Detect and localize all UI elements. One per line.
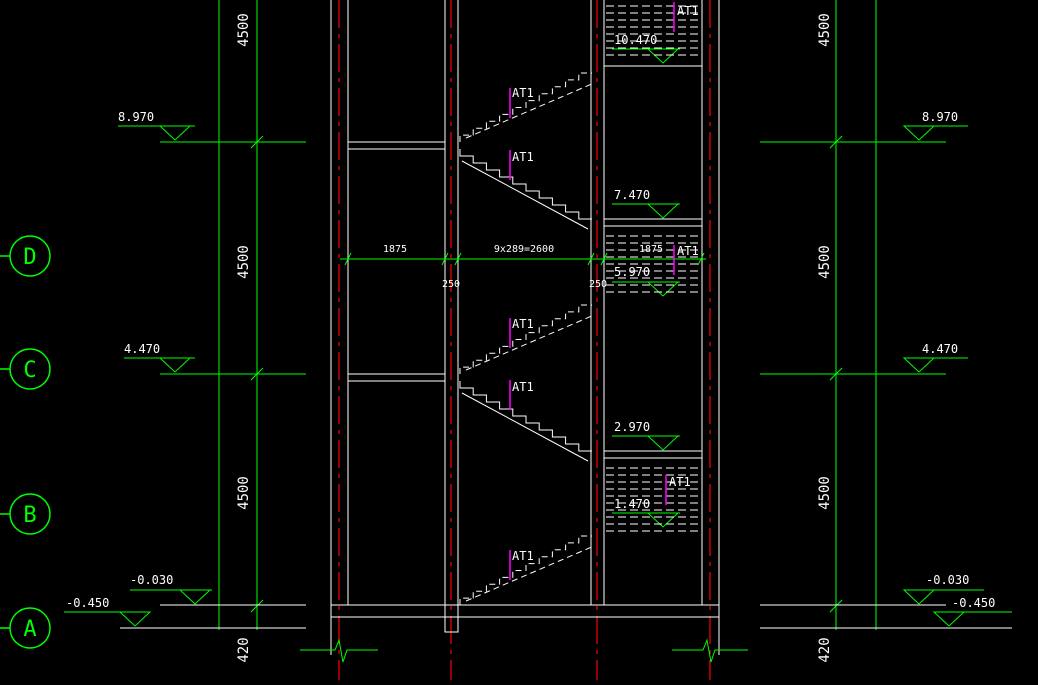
stair-soffit-down-1: [461, 160, 589, 230]
elevation-left-0030: -0.030: [130, 573, 173, 587]
grid-bubbles: [0, 235, 51, 649]
stair-flights: [459, 72, 595, 605]
elevation-landing-10470: 10.470: [614, 33, 657, 47]
stair-flight-down-2: [459, 381, 592, 452]
elevation-left-0450: -0.450: [66, 596, 109, 610]
elevation-right-4470: 4.470: [922, 342, 958, 356]
height-left-2: 4500: [236, 245, 252, 279]
elevation-landing-2970: 2.970: [614, 420, 650, 434]
grid-label-group: D C B A: [23, 245, 36, 642]
height-left-4: 420: [236, 637, 252, 662]
plan-dimension: [340, 252, 706, 266]
elevation-left-4470: 4.470: [124, 342, 160, 356]
grid-label-c: C: [23, 358, 36, 383]
plan-dimension-labels: 1875 9x289=2600 1875 250 250: [383, 244, 663, 290]
elevation-markers: [64, 48, 1012, 627]
dimension-ticks: [250, 135, 843, 613]
elevation-labels: 8.970 4.470 -0.030 -0.450 8.970 4.470 -0…: [66, 33, 995, 610]
height-left-3: 4500: [236, 476, 252, 510]
stair-flight-up-2: [459, 304, 592, 374]
stair-flight-up-1: [459, 535, 592, 605]
tag-at1-8: AT1: [512, 549, 534, 563]
elevation-right-0030: -0.030: [926, 573, 969, 587]
elevation-right-8970: 8.970: [922, 110, 958, 124]
tag-at1-3: AT1: [512, 150, 534, 164]
landing-hatches: [606, 5, 700, 532]
axis-lines: [338, 0, 711, 680]
stair-soffit-up-3: [465, 82, 595, 139]
grid-label-a: A: [23, 617, 36, 642]
tag-at1-7: AT1: [669, 475, 691, 489]
elevation-left-8970: 8.970: [118, 110, 154, 124]
height-dimension-labels: 4500 4500 4500 420 4500 4500 4500 420: [236, 13, 833, 663]
dim-right-span: 1875: [639, 244, 663, 255]
floor-level-lines: [120, 141, 1012, 629]
height-right-4: 420: [817, 637, 833, 662]
tag-at1-5: AT1: [512, 317, 534, 331]
tag-at1-1: AT1: [677, 4, 699, 18]
stair-tag-labels: AT1 AT1 AT1 AT1 AT1 AT1 AT1 AT1: [512, 4, 699, 563]
right-dimension-column: [835, 0, 877, 630]
grid-label-b: B: [23, 503, 36, 528]
walls: [330, 0, 720, 655]
dim-left-span: 1875: [383, 244, 407, 255]
stair-soffit-up-2: [465, 314, 595, 371]
height-right-1: 4500: [817, 13, 833, 47]
tag-at1-6: AT1: [512, 380, 534, 394]
height-right-2: 4500: [817, 245, 833, 279]
stair-soffit-down-2: [461, 392, 589, 462]
grid-label-d: D: [23, 245, 36, 270]
elevation-right-0450: -0.450: [952, 596, 995, 610]
stair-flight-down-1: [459, 149, 592, 220]
stair-flight-up-3: [459, 72, 592, 142]
elevation-landing-5970: 5.970: [614, 265, 650, 279]
break-symbols: [300, 638, 748, 663]
stair-tags: [509, 2, 675, 580]
height-left-1: 4500: [236, 13, 252, 47]
left-dimension-column: [218, 0, 258, 630]
elevation-landing-1470: 1.470: [614, 497, 650, 511]
elevation-landing-7470: 7.470: [614, 188, 650, 202]
tag-at1-4: AT1: [677, 244, 699, 258]
dim-wall-left: 250: [442, 279, 460, 290]
tag-at1-2: AT1: [512, 86, 534, 100]
floor-level-green-overlay: [160, 141, 946, 375]
dim-stair-span: 9x289=2600: [494, 244, 554, 255]
stair-soffit-up-1: [465, 545, 595, 602]
height-right-3: 4500: [817, 476, 833, 510]
dim-wall-right: 250: [589, 279, 607, 290]
